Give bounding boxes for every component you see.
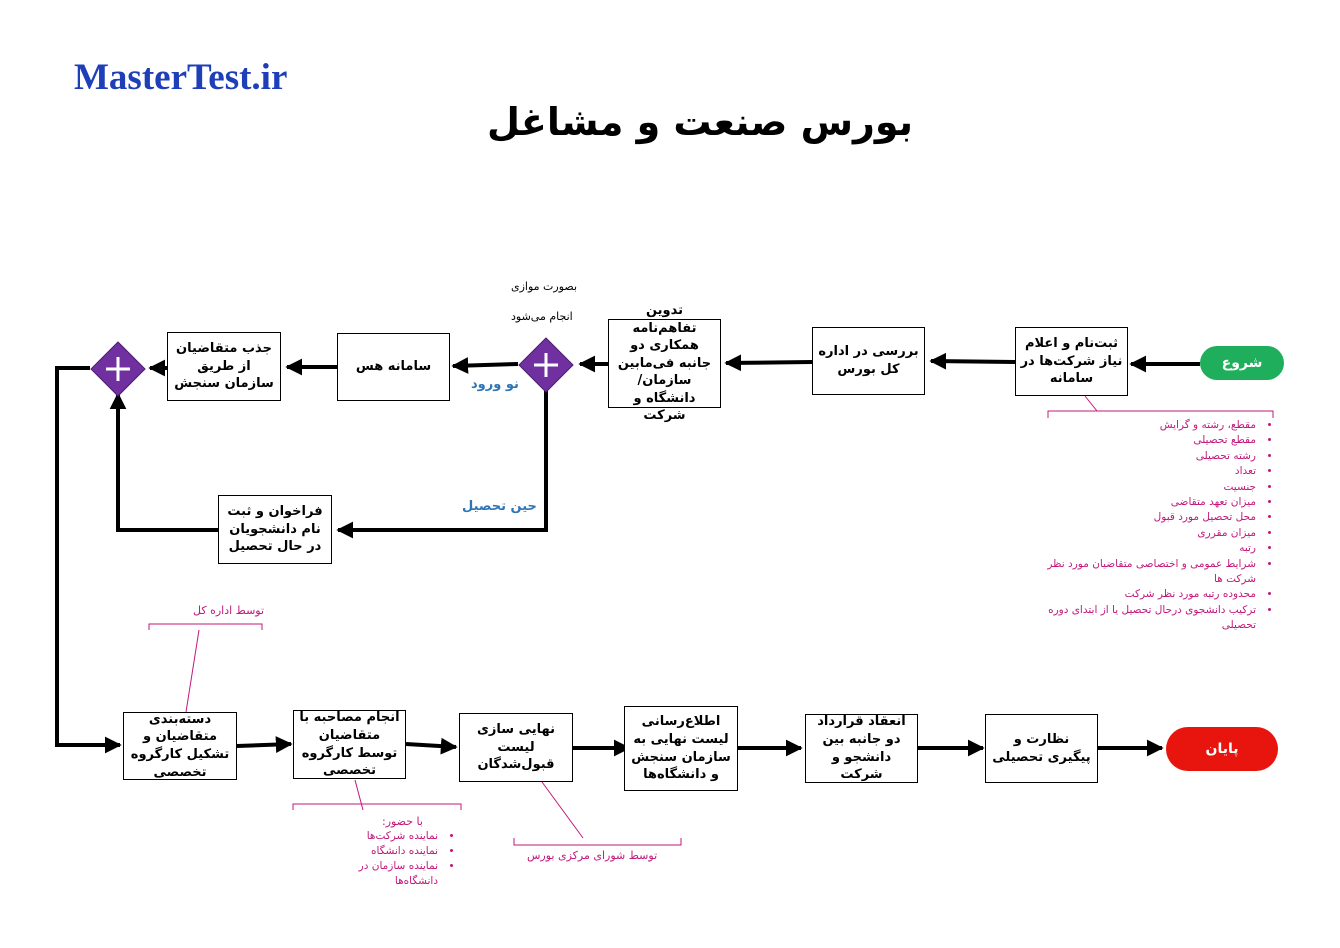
leader-criteria — [1084, 395, 1098, 412]
arrow-interview-to-finalize — [405, 737, 458, 755]
call-registration-box: فراخوان و ثبت نام دانشجویان در حال تحصیل — [218, 495, 332, 564]
criteria-item: شرایط عمومی و اختصاصی متقاضیان مورد نظر … — [1036, 557, 1258, 588]
inform-box: اطلاع‌رسانی لیست نهایی به سازمان سنجش و … — [624, 706, 738, 791]
attract-applicants-box: جذب متقاضیان از طریق سازمان سنجش — [167, 332, 281, 401]
supervise-box: نظارت و پیگیری تحصیلی — [985, 714, 1098, 783]
bracket-criteria — [1047, 410, 1274, 418]
criteria-item: رتبه — [1036, 541, 1258, 556]
criteria-item: ترکیب دانشجوی درحال تحصیل یا از ابتدای د… — [1036, 603, 1258, 634]
criteria-item: مقطع، رشته و گرایش — [1036, 418, 1258, 433]
arrow-join-to-categorize — [55, 366, 122, 754]
in-study-label: حین تحصیل — [462, 499, 537, 514]
criteria-item: محل تحصیل مورد قبول — [1036, 510, 1258, 525]
criteria-list: مقطع، رشته و گرایش مقطع تحصیلی رشته تحصی… — [1036, 418, 1280, 634]
arrow-gateway-to-hes — [451, 357, 519, 374]
new-entry-label: نو ورود — [471, 377, 519, 392]
parallel-gateway-join — [90, 341, 146, 397]
hes-system-box: سامانه هس — [337, 333, 450, 401]
arrow-gateway-to-call — [336, 388, 548, 539]
leader-presence — [354, 779, 364, 811]
general-office-note: توسط اداره کل — [193, 604, 265, 617]
presence-title: با حضور: — [382, 815, 423, 828]
start-node: شروع — [1200, 346, 1284, 380]
review-box: بررسی در اداره کل بورس — [812, 327, 925, 395]
finalize-list-box: نهایی سازی لیست قبول‌شدگان — [459, 713, 573, 782]
register-needs-box: ثبت‌نام و اعلام نیاز شرکت‌ها در سامانه — [1015, 327, 1128, 396]
presence-item: نماینده سازمان در دانشگاه‌ها — [332, 859, 440, 889]
parallel-gateway-split — [518, 337, 574, 393]
presence-item: نماینده شرکت‌ها — [332, 829, 440, 844]
bracket-central-council — [513, 838, 682, 846]
contract-box: انعقاد قرارداد دو جانبه بین دانشجو و شرک… — [805, 714, 918, 783]
presence-item: نماینده دانشگاه — [332, 844, 440, 859]
criteria-item: محدوده رتبه مورد نظر شرکت — [1036, 587, 1258, 602]
criteria-item: جنسیت — [1036, 480, 1258, 495]
leader-general-office — [185, 629, 200, 713]
leader-central-council — [541, 781, 584, 839]
parallel-note-line1: بصورت موازی — [511, 280, 577, 293]
criteria-item: تعداد — [1036, 464, 1258, 479]
categorize-box: دسته‌بندی متقاضیان و تشکیل کارگروه تخصصی — [123, 712, 237, 780]
end-node: پایان — [1166, 727, 1278, 771]
criteria-item: میزان تعهد متقاضی — [1036, 495, 1258, 510]
central-council-note: توسط شورای مرکزی بورس — [527, 849, 658, 862]
arrow-call-to-join — [109, 392, 218, 532]
criteria-item: رشته تحصیلی — [1036, 449, 1258, 464]
site-logo[interactable]: MasterTest.ir — [74, 57, 288, 98]
interview-box: انجام مصاحبه با متقاضیان توسط کارگروه تخ… — [293, 710, 406, 779]
bracket-general-office — [148, 623, 263, 630]
arrow-review-to-mou — [724, 354, 813, 372]
page-title: بورس صنعت و مشاغل — [487, 100, 913, 144]
mou-box: تدوین تفاهم‌نامه همکاری دو جانبه فی‌مابی… — [608, 303, 721, 423]
presence-list: نماینده شرکت‌ها نماینده دانشگاه نماینده … — [332, 829, 462, 889]
criteria-item: میزان مقرری — [1036, 526, 1258, 541]
arrow-register-to-review — [929, 352, 1016, 370]
bracket-presence — [292, 803, 462, 810]
criteria-item: مقطع تحصیلی — [1036, 433, 1258, 448]
arrow-categorize-to-interview — [236, 736, 293, 753]
parallel-note-line2: انجام می‌شود — [511, 310, 573, 323]
